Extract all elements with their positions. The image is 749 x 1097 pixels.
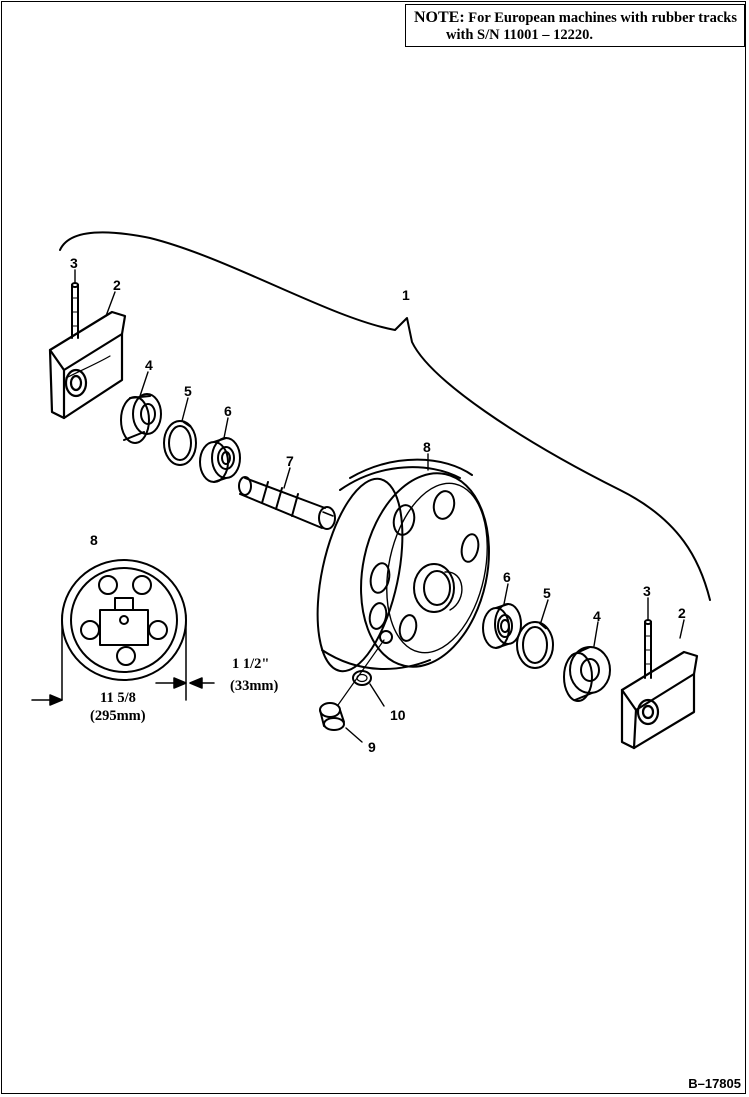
left-snap-ring — [163, 420, 197, 466]
callout-6-right: 6 — [503, 569, 511, 585]
callout-3-right: 3 — [643, 583, 651, 599]
left-roll-pin — [71, 282, 79, 339]
dimension-labels: 11 5/8 (295mm) 1 1/2" (33mm) — [90, 656, 278, 724]
fill-plug — [319, 702, 345, 731]
callout-9: 9 — [368, 739, 376, 755]
o-ring — [352, 670, 372, 686]
figure-id: B–17805 — [688, 1076, 741, 1091]
callout-2-right: 2 — [678, 605, 686, 621]
callout-5-left: 5 — [184, 383, 192, 399]
callout-4-right: 4 — [593, 608, 601, 624]
leader-lines — [74, 269, 685, 743]
callout-4-left: 4 — [145, 357, 153, 373]
idler-wheel — [316, 458, 490, 673]
dim-width-mm: (295mm) — [90, 708, 146, 724]
right-roll-pin — [644, 619, 652, 679]
left-seal-flange — [120, 393, 162, 444]
right-bearing — [482, 603, 522, 649]
assembly-bracket — [59, 231, 711, 601]
idler-shaft — [238, 476, 336, 530]
callout-10: 10 — [390, 707, 406, 723]
dim-width-in: 11 5/8 — [100, 690, 136, 706]
wheel-side-view — [61, 559, 187, 701]
note-box: NOTE: For European machines with rubber … — [405, 4, 745, 47]
dim-secondary-mm: (33mm) — [230, 678, 278, 694]
left-mounting-block — [48, 310, 127, 420]
dim-secondary-in: 1 1/2" — [232, 656, 269, 672]
left-bearing — [199, 437, 241, 483]
callout-5-right: 5 — [543, 585, 551, 601]
callout-6-left: 6 — [224, 403, 232, 419]
callout-7: 7 — [286, 453, 294, 469]
plug-centerline — [337, 639, 385, 706]
note-line-1: For European machines with rubber tracks — [468, 10, 737, 26]
dimension-arrows — [31, 677, 215, 706]
callout-8-detail: 8 — [90, 532, 98, 548]
note-label: NOTE: — [414, 9, 465, 26]
callout-2-left: 2 — [113, 277, 121, 293]
right-seal-flange — [563, 646, 611, 702]
right-mounting-block — [620, 650, 699, 750]
callout-8-main: 8 — [423, 439, 431, 455]
callout-1: 1 — [402, 287, 410, 303]
right-snap-ring — [516, 621, 554, 669]
callout-labels: 1 2 2 3 3 4 4 5 5 6 6 7 8 8 9 10 — [70, 255, 686, 755]
callout-3-left: 3 — [70, 255, 78, 271]
note-line-2: with S/N 11001 – 12220. — [446, 27, 594, 43]
